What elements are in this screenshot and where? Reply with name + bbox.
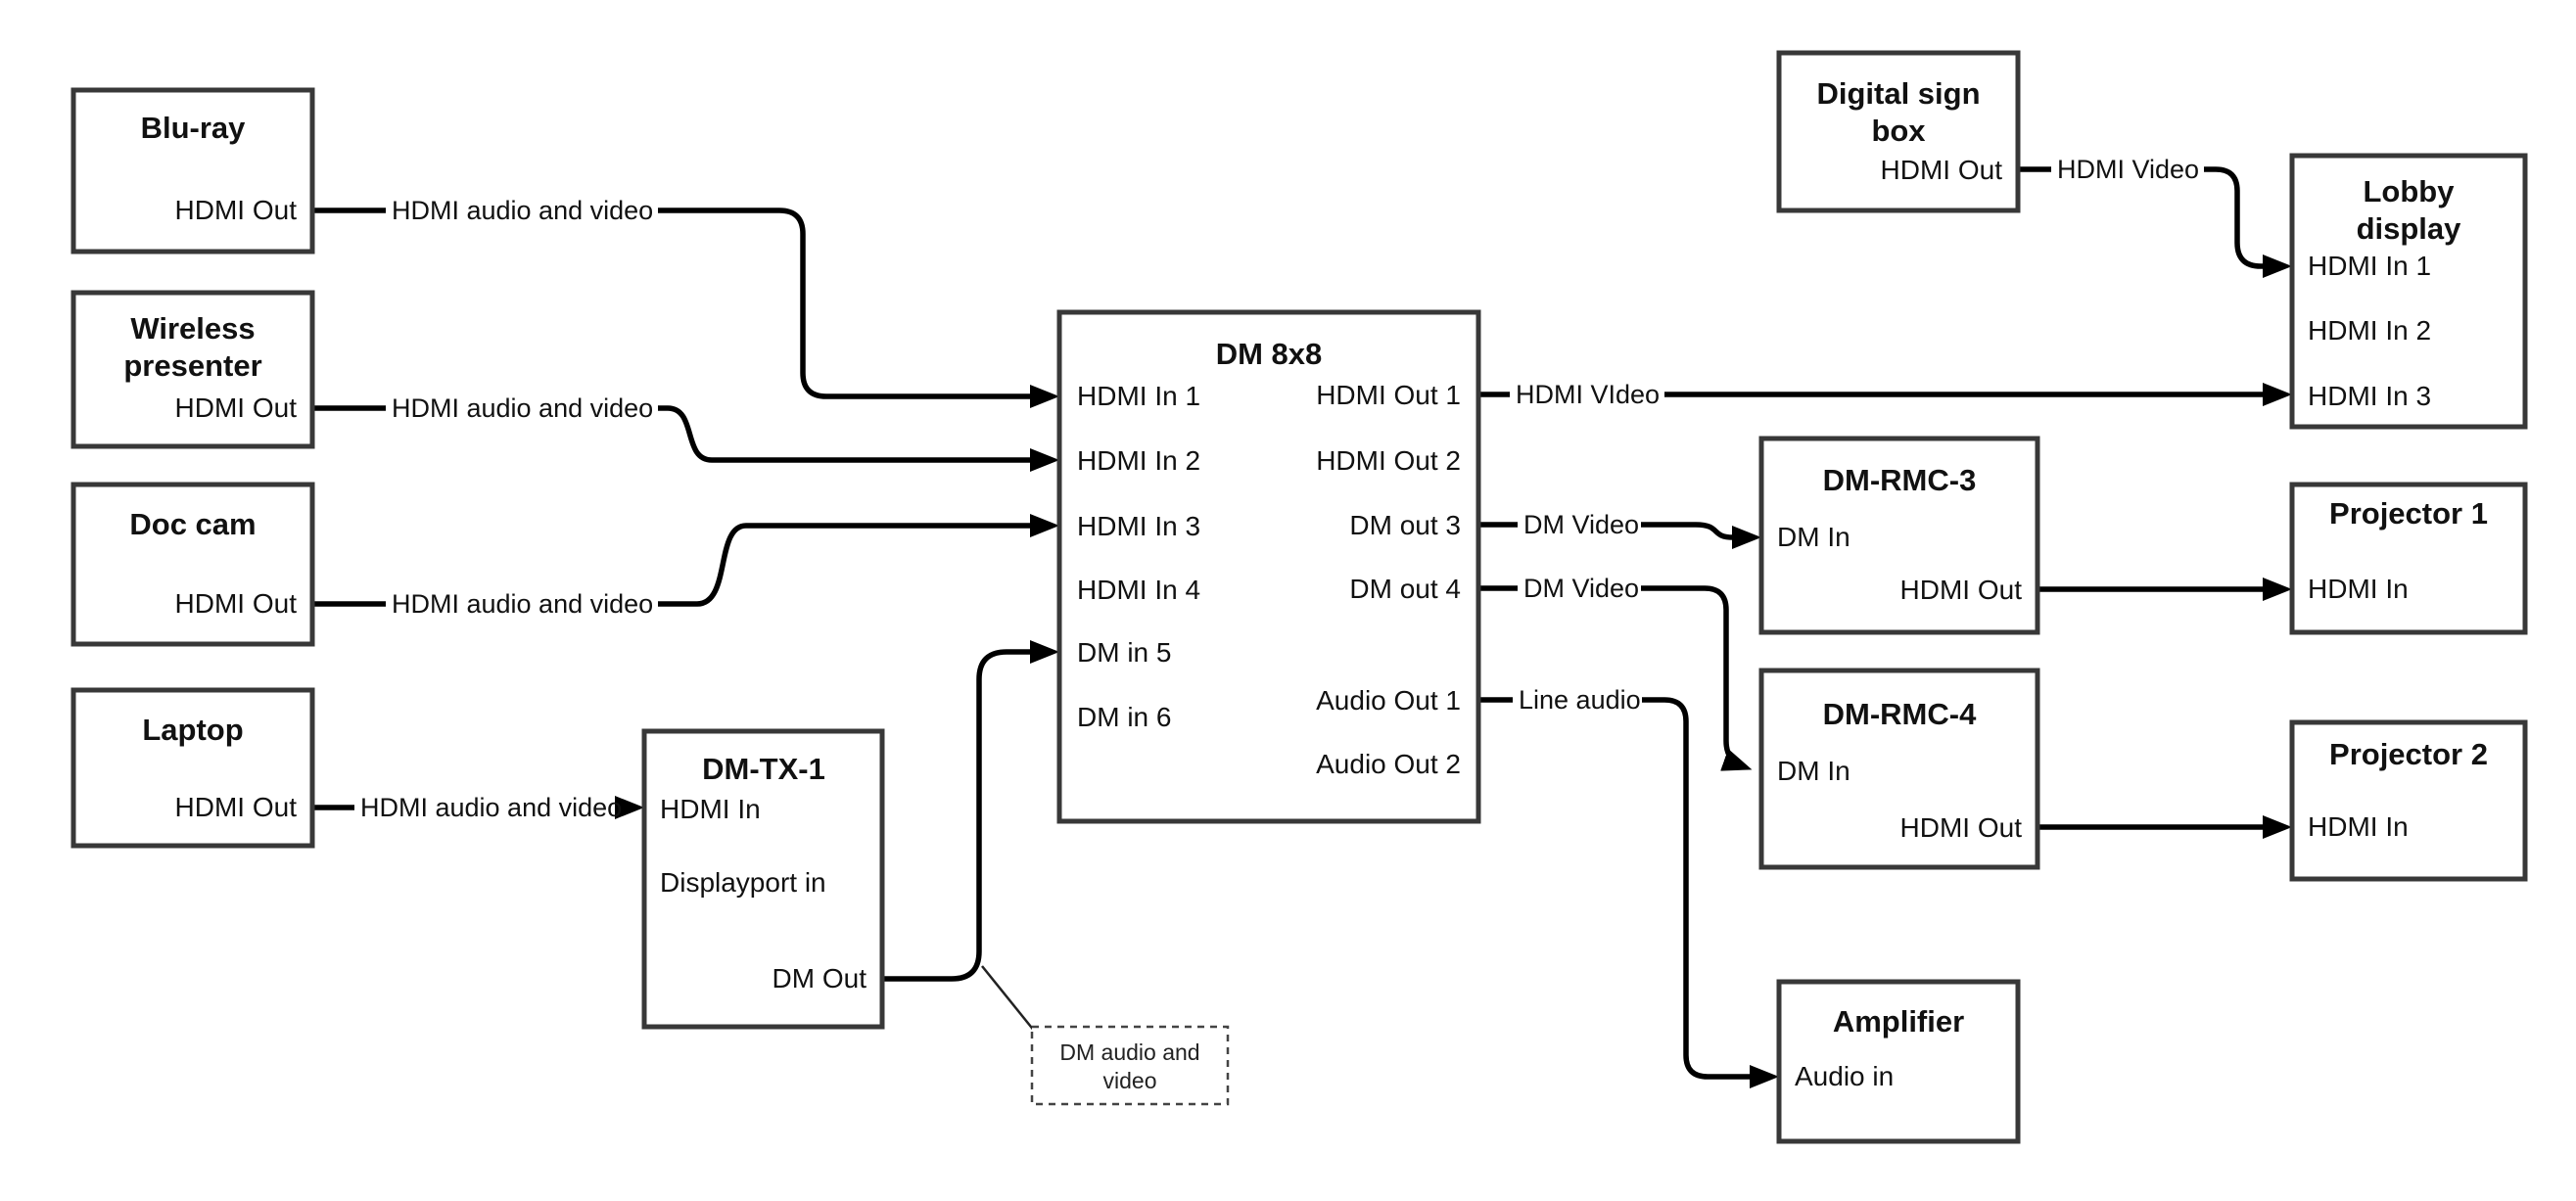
dm-8x8-port-hdmi-in-1: HDMI In 1 — [1077, 381, 1200, 411]
callout-box — [1030, 1025, 1230, 1106]
node-dm-8x8: DM 8x8 HDMI In 1 HDMI In 2 HDMI In 3 HDM… — [1056, 309, 1481, 824]
wire-label-dm-video-1: DM Video — [1523, 510, 1639, 539]
node-laptop: Laptop HDMI Out — [70, 687, 315, 849]
dm-8x8-port-audio-out-2: Audio Out 2 — [1316, 749, 1461, 779]
wire-sign-lobby — [2204, 166, 2292, 278]
callout-text-line2: video — [1103, 1068, 1157, 1093]
dm-rmc-4-port-dm-in: DM In — [1777, 756, 1850, 786]
callout-text-line1: DM audio and — [1059, 1039, 1199, 1065]
node-amplifier: Amplifier Audio in — [1776, 979, 2021, 1144]
projector-1-port-hdmi-in: HDMI In — [2308, 574, 2409, 604]
dm-8x8-port-dm-out-3: DM out 3 — [1349, 510, 1461, 540]
wire-audioout1-amp — [1642, 697, 1779, 1088]
wire-label-hdmi-video-2: HDMI Video — [2057, 155, 2199, 184]
projector-1-box — [2289, 482, 2528, 635]
amplifier-box — [1776, 979, 2021, 1144]
dm-rmc-3-title: DM-RMC-3 — [1823, 463, 1977, 497]
dm-rmc-3-port-hdmi-out: HDMI Out — [1900, 575, 2023, 605]
dm-8x8-title: DM 8x8 — [1216, 337, 1323, 371]
projector-1-title: Projector 1 — [2329, 496, 2488, 531]
lobby-display-title-line1: Lobby — [2364, 174, 2456, 208]
projector-2-box — [2289, 719, 2528, 882]
dm-tx-1-box — [641, 728, 885, 1030]
node-projector-2: Projector 2 HDMI In — [2289, 719, 2528, 882]
dm-rmc-3-box — [1758, 436, 2040, 635]
wire-dmout3-rmc3 — [1641, 522, 1761, 549]
wire-dmtx1-dm8x8 — [882, 640, 1059, 982]
wire-label-wireless: HDMI audio and video — [392, 393, 653, 423]
wire-dmout4-rmc4 — [1641, 585, 1753, 771]
dm-tx-1-port-dm-out: DM Out — [773, 963, 867, 993]
wire-label-laptop: HDMI audio and video — [360, 793, 622, 822]
wire-label-line-audio: Line audio — [1519, 685, 1641, 715]
lobby-display-title-line2: display — [2357, 211, 2462, 246]
dm-rmc-4-port-hdmi-out: HDMI Out — [1900, 812, 2023, 843]
node-lobby-display: Lobby display HDMI In 1 HDMI In 2 HDMI I… — [2289, 153, 2528, 430]
laptop-port-hdmi-out: HDMI Out — [175, 792, 298, 822]
wireless-presenter-box — [70, 290, 315, 449]
wire-bluray-dm8x8 — [658, 208, 1059, 408]
doc-cam-box — [70, 482, 315, 647]
dm-8x8-port-dm-in-6: DM in 6 — [1077, 702, 1171, 732]
bluray-box — [70, 87, 315, 254]
wireless-presenter-title-line2: presenter — [123, 348, 261, 383]
dm-8x8-port-hdmi-out-2: HDMI Out 2 — [1316, 445, 1461, 476]
callout-leader-line — [981, 965, 1036, 1033]
dm-8x8-port-dm-in-5: DM in 5 — [1077, 637, 1171, 668]
node-projector-1: Projector 1 HDMI In — [2289, 482, 2528, 635]
dm-tx-1-title: DM-TX-1 — [702, 752, 825, 786]
bluray-port-hdmi-out: HDMI Out — [175, 195, 298, 225]
node-doc-cam: Doc cam HDMI Out — [70, 482, 315, 647]
wire-label-dm-video-2: DM Video — [1523, 574, 1639, 603]
node-digital-sign-box: Digital sign box HDMI Out — [1776, 50, 2021, 213]
projector-2-port-hdmi-in: HDMI In — [2308, 811, 2409, 842]
dm-rmc-3-port-dm-in: DM In — [1777, 522, 1850, 552]
dm-8x8-port-hdmi-in-4: HDMI In 4 — [1077, 575, 1200, 605]
wire-label-doccam: HDMI audio and video — [392, 589, 653, 619]
dm-8x8-box — [1056, 309, 1481, 824]
doc-cam-port-hdmi-out: HDMI Out — [175, 588, 298, 619]
dm-tx-1-port-hdmi-in: HDMI In — [660, 794, 761, 824]
lobby-display-port-hdmi-in-1: HDMI In 1 — [2308, 251, 2431, 281]
dm-rmc-4-box — [1758, 668, 2040, 870]
dm-tx-1-port-displayport-in: Displayport in — [660, 867, 826, 898]
dm-8x8-port-hdmi-in-3: HDMI In 3 — [1077, 511, 1200, 541]
wire-wireless-dm8x8 — [658, 405, 1059, 472]
doc-cam-title: Doc cam — [129, 507, 256, 541]
amplifier-title: Amplifier — [1833, 1004, 1964, 1039]
wire-labels-layer: HDMI audio and video HDMI audio and vide… — [360, 155, 2199, 822]
dm-8x8-port-dm-out-4: DM out 4 — [1349, 574, 1461, 604]
digital-sign-box-box — [1776, 50, 2021, 213]
lobby-display-port-hdmi-in-2: HDMI In 2 — [2308, 315, 2431, 346]
wireless-presenter-port-hdmi-out: HDMI Out — [175, 393, 298, 423]
wires-layer — [312, 166, 2292, 1088]
node-dm-tx-1: DM-TX-1 HDMI In Displayport in DM Out — [641, 728, 885, 1030]
wire-label-hdmi-video-1: HDMI VIdeo — [1516, 380, 1660, 409]
projector-2-title: Projector 2 — [2329, 737, 2488, 771]
laptop-box — [70, 687, 315, 849]
dm-rmc-4-title: DM-RMC-4 — [1823, 697, 1977, 731]
digital-sign-box-title-line1: Digital sign — [1816, 76, 1980, 111]
dm-8x8-port-hdmi-in-2: HDMI In 2 — [1077, 445, 1200, 476]
dm-8x8-port-hdmi-out-1: HDMI Out 1 — [1316, 380, 1461, 410]
laptop-title: Laptop — [142, 713, 243, 747]
wire-label-bluray: HDMI audio and video — [392, 196, 653, 225]
node-dm-rmc-3: DM-RMC-3 DM In HDMI Out — [1758, 436, 2040, 635]
node-dm-rmc-4: DM-RMC-4 DM In HDMI Out — [1758, 668, 2040, 870]
dm-8x8-port-audio-out-1: Audio Out 1 — [1316, 685, 1461, 716]
amplifier-port-audio-in: Audio in — [1795, 1061, 1894, 1091]
digital-sign-box-port-hdmi-out: HDMI Out — [1881, 155, 2003, 185]
node-wireless-presenter: Wireless presenter HDMI Out — [70, 290, 315, 449]
lobby-display-port-hdmi-in-3: HDMI In 3 — [2308, 381, 2431, 411]
bluray-title: Blu-ray — [141, 111, 247, 145]
lobby-display-box — [2289, 153, 2528, 430]
wireless-presenter-title-line1: Wireless — [130, 311, 255, 346]
digital-sign-box-title-line2: box — [1871, 114, 1926, 148]
wire-doccam-dm8x8 — [658, 514, 1059, 607]
callout-dm-audio-video: DM audio and video — [1030, 1025, 1230, 1106]
node-bluray: Blu-ray HDMI Out — [70, 87, 315, 254]
